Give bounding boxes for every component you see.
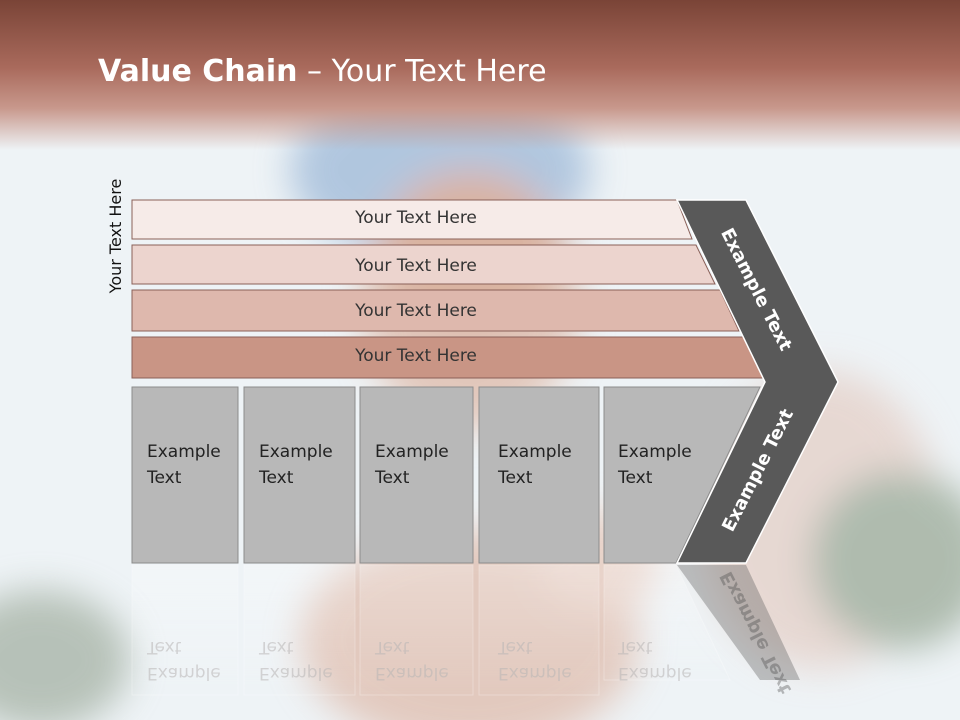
column-reflection-label-5: Example Text [618,634,692,686]
column-reflection-label-3: Example Text [375,634,449,686]
column-reflection-label-4: Example Text [498,634,572,686]
column-label-1-line1: Example [147,442,221,462]
row-label-2: Your Text Here [355,256,477,276]
row-bar-3 [131,289,740,332]
column-label-1-line2: Text [147,468,182,488]
column-reflection-5-line2: Text [618,637,653,657]
column-box-1 [131,386,239,564]
chevron-arrow [675,199,839,564]
title-rest: – Your Text Here [297,54,547,89]
column-reflection-1-line1: Example [147,663,221,683]
column-label-3: Example Text [375,439,449,491]
title-band [0,0,960,150]
row-label-4: Your Text Here [355,346,477,366]
column-label-5: Example Text [618,439,692,491]
column-box-2 [243,386,356,564]
row-bar-2 [131,244,716,285]
column-box-5 [603,386,761,564]
column-label-4-line1: Example [498,442,572,462]
column-box-4 [478,386,600,564]
column-reflection-4-line2: Text [498,637,533,657]
row-bar-1 [131,199,693,240]
column-label-3-line1: Example [375,442,449,462]
column-reflection-label-1: Example Text [147,634,221,686]
column-box-3 [359,386,474,564]
column-label-3-line2: Text [375,468,410,488]
column-reflection-2-line1: Example [259,663,333,683]
row-label-1: Your Text Here [355,208,477,228]
column-label-2: Example Text [259,439,333,491]
column-label-1: Example Text [147,439,221,491]
column-label-4: Example Text [498,439,572,491]
slide-title: Value Chain – Your Text Here [98,54,547,89]
column-reflections [131,564,731,696]
title-bold: Value Chain [98,54,298,89]
column-reflection-4-line1: Example [498,663,572,683]
column-reflection-3-line2: Text [375,637,410,657]
column-reflection-label-2: Example Text [259,634,333,686]
column-label-5-line1: Example [618,442,692,462]
column-label-4-line2: Text [498,468,533,488]
chevron-reflection [677,565,800,680]
column-label-2-line2: Text [259,468,294,488]
column-reflection-5-line1: Example [618,663,692,683]
column-label-5-line2: Text [618,468,653,488]
column-reflection-2-line2: Text [259,637,294,657]
column-label-2-line1: Example [259,442,333,462]
row-label-3: Your Text Here [355,301,477,321]
column-reflection-1-line2: Text [147,637,182,657]
column-reflection-3-line1: Example [375,663,449,683]
